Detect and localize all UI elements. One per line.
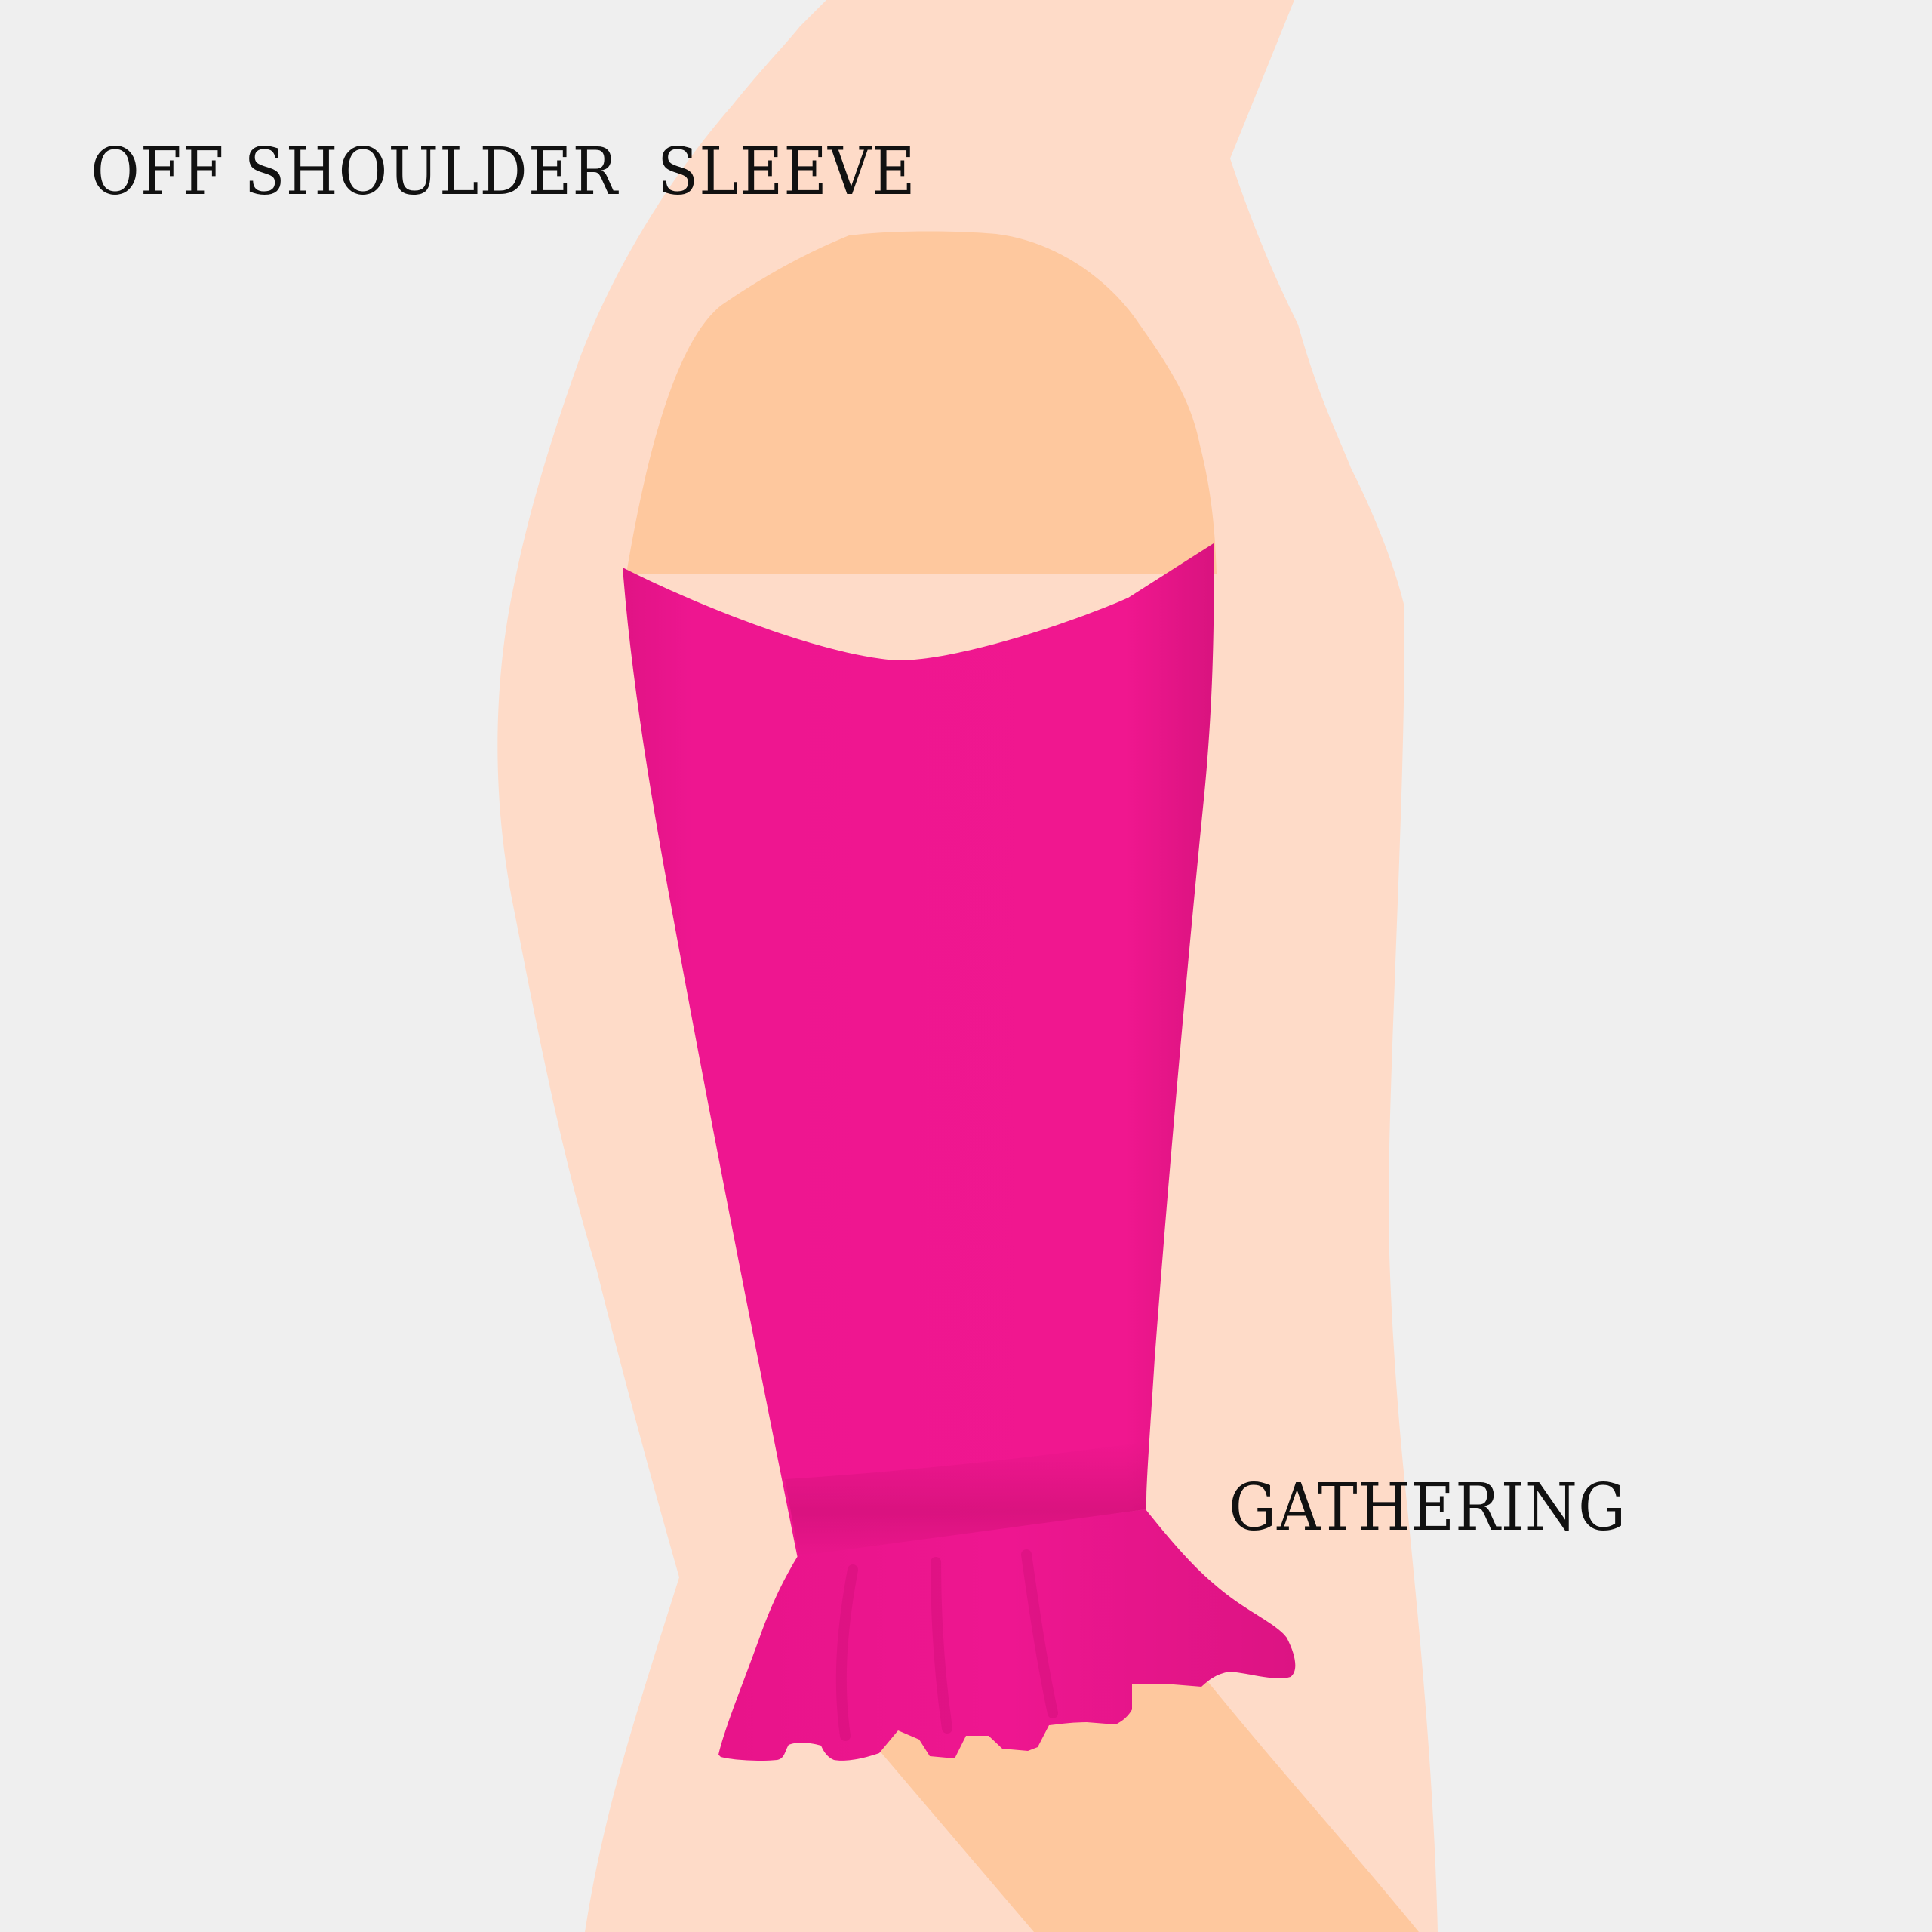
upper-arm-shade (626, 231, 1217, 574)
title-label: OFF SHOULDER SLEEVE (91, 134, 916, 210)
gathering-band (785, 1441, 1149, 1570)
sleeve-body (623, 543, 1214, 1558)
ruffle (718, 1509, 1296, 1761)
ruffle-fold (835, 1549, 1058, 1741)
gathering-label: GATHERING (1229, 1470, 1627, 1546)
